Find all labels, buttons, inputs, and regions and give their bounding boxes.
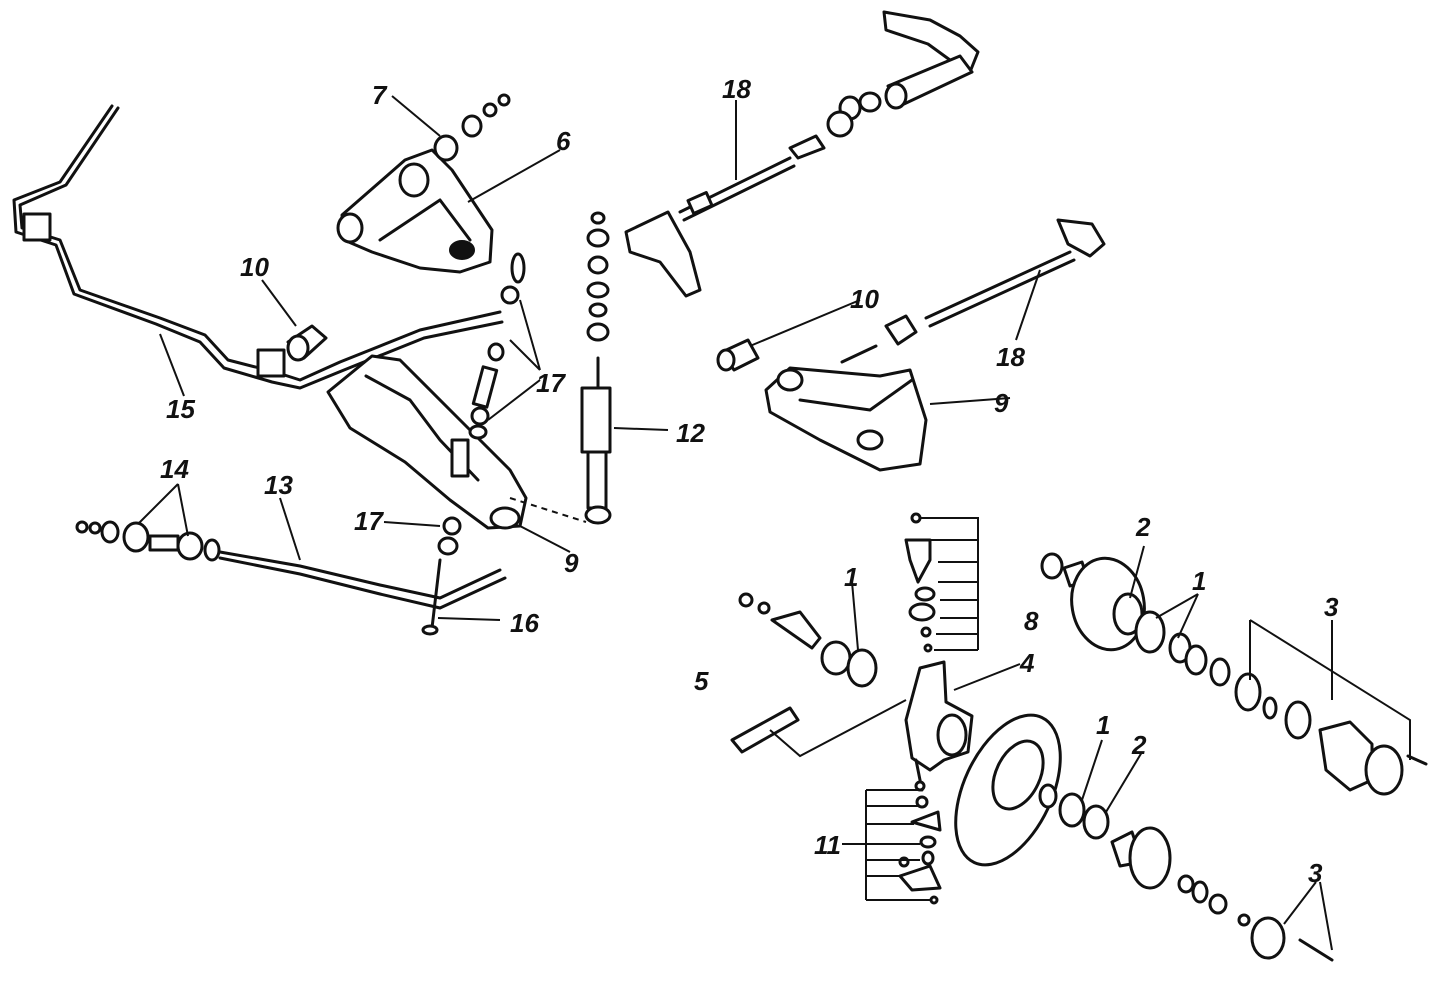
part-8-upper-ball-joint — [904, 512, 936, 653]
part-5-steering-arm — [730, 699, 907, 758]
label-1-left: 1 — [844, 562, 858, 592]
brake-rotor — [954, 713, 1062, 867]
label-1-lower: 1 — [1096, 710, 1110, 740]
label-2-upper: 2 — [1135, 512, 1151, 542]
hub-assembly-upper — [1040, 552, 1428, 796]
label-5: 5 — [694, 666, 709, 696]
callout-labels: 7 6 10 15 17 14 13 17 9 16 12 18 10 18 9… — [160, 74, 1339, 888]
part-18-strut-rod-upper — [624, 10, 980, 298]
part-1-2-bearings-lower — [1038, 783, 1110, 840]
label-14: 14 — [160, 454, 189, 484]
label-18-upper: 18 — [722, 74, 751, 104]
part-12-shock-absorber — [580, 211, 612, 525]
label-18-lower: 18 — [996, 342, 1025, 372]
label-17-lower: 17 — [354, 506, 384, 536]
part-7-upper-bushings — [433, 93, 511, 162]
label-10-left: 10 — [240, 252, 269, 282]
label-6: 6 — [556, 126, 571, 156]
bar-bushing-left — [22, 212, 52, 242]
part-10-bushing-right — [716, 338, 878, 372]
label-3-lower: 3 — [1308, 858, 1323, 888]
part-9-lower-control-arm-left — [326, 354, 528, 530]
label-9-left: 9 — [564, 548, 579, 578]
label-10-right: 10 — [850, 284, 879, 314]
label-8: 8 — [1024, 606, 1039, 636]
leader-lines — [137, 95, 1411, 951]
label-3-upper: 3 — [1324, 592, 1339, 622]
part-17-bumpers — [437, 252, 526, 556]
part-9-lower-control-arm-right — [764, 366, 928, 472]
part-18-strut-rod-lower — [884, 218, 1106, 346]
part-13-strut-rod — [218, 550, 507, 610]
part-14-strut-rod-bushings — [75, 520, 221, 562]
label-7: 7 — [372, 80, 388, 110]
part-6-upper-control-arm — [336, 148, 494, 274]
part-16-link-bolt — [421, 558, 442, 636]
label-9-right: 9 — [994, 388, 1009, 418]
label-11: 11 — [814, 830, 841, 860]
label-12: 12 — [676, 418, 705, 448]
label-13: 13 — [264, 470, 293, 500]
part-4-steering-knuckle — [904, 660, 974, 792]
label-15: 15 — [166, 394, 195, 424]
hub-lower — [1110, 826, 1228, 915]
label-4: 4 — [1019, 648, 1035, 678]
part-11-lower-ball-joint — [898, 780, 942, 905]
label-16: 16 — [510, 608, 539, 638]
part-15-stabilizer-bar — [12, 104, 504, 390]
part-10-bushing-left — [286, 324, 328, 362]
label-17-upper: 17 — [536, 368, 566, 398]
label-1-upper: 1 — [1192, 566, 1206, 596]
part-1-spindle-bearing-left — [738, 592, 878, 688]
bar-bushing-right — [256, 348, 286, 378]
label-2-lower: 2 — [1131, 730, 1147, 760]
part-3-hub-lower — [1237, 913, 1334, 962]
